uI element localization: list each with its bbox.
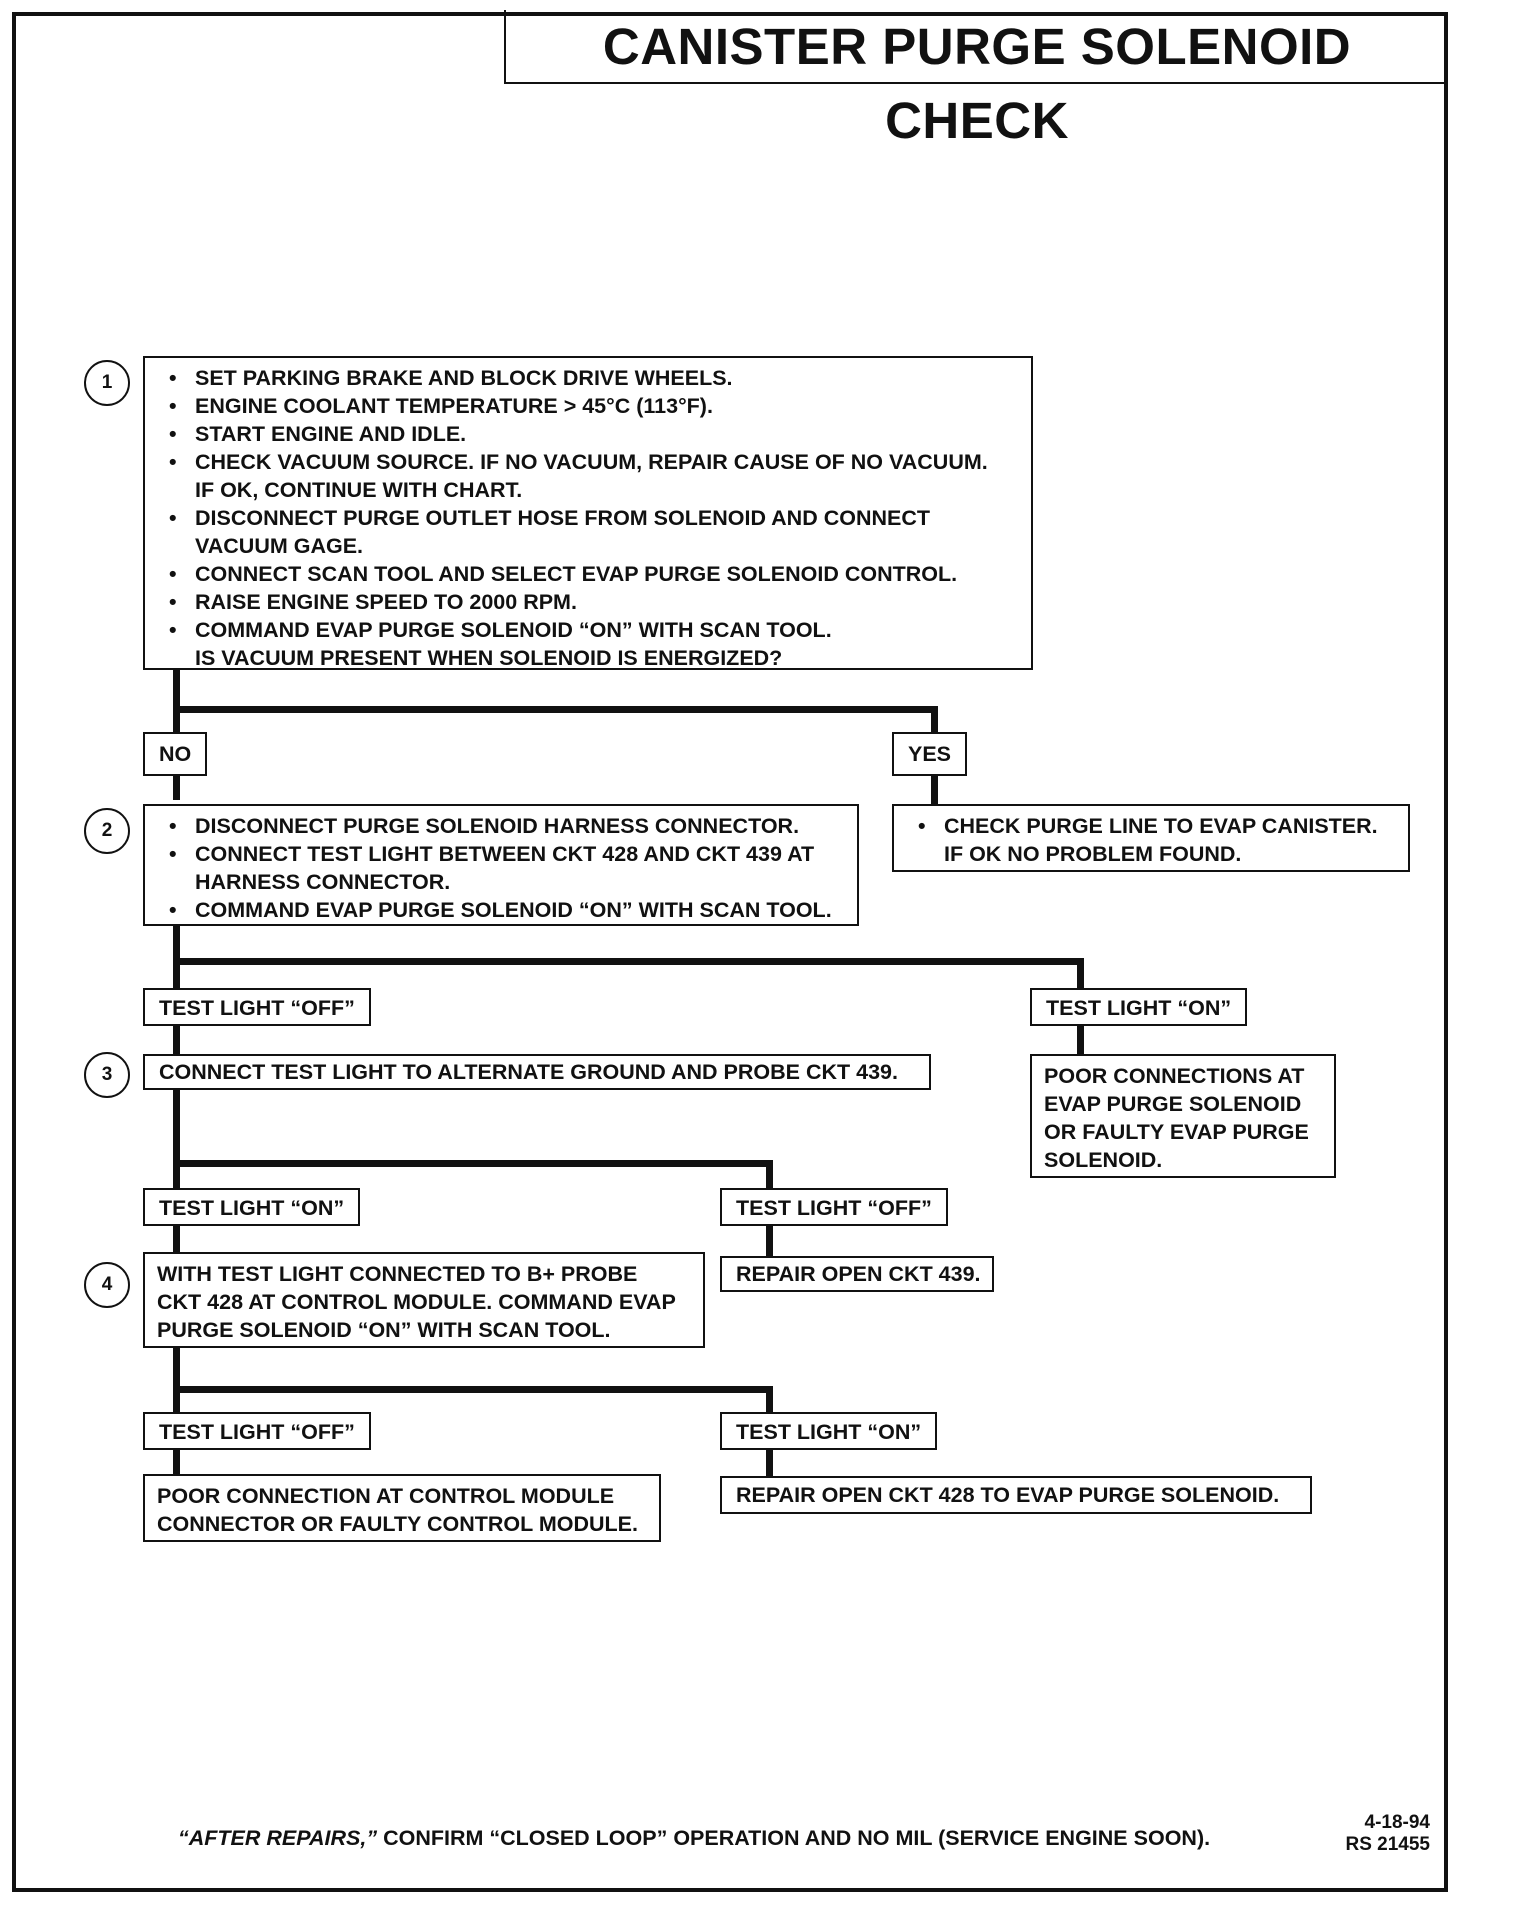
step-2-bullet: COMMAND EVAP PURGE SOLENOID “ON” WITH SC… xyxy=(157,896,845,924)
poor-control-module-box: POOR CONNECTION AT CONTROL MODULE CONNEC… xyxy=(143,1474,661,1542)
connector-line xyxy=(173,1386,773,1393)
step-marker-3: 3 xyxy=(84,1052,130,1098)
test-light-on-label: TEST LIGHT “ON” xyxy=(143,1188,361,1226)
result-line: POOR CONNECTIONS AT xyxy=(1044,1064,1305,1088)
step-2-continuation: HARNESS CONNECTOR. xyxy=(195,870,451,894)
step-1-bullet: ENGINE COOLANT TEMPERATURE > 45°C (113°F… xyxy=(157,392,1019,420)
step-1-bullet: START ENGINE AND IDLE. xyxy=(157,420,1019,448)
reference-block: 4-18-94 RS 21455 xyxy=(1320,1812,1430,1856)
connector-line xyxy=(931,776,938,806)
page-border xyxy=(12,12,1448,1892)
after-repairs-italic: “AFTER REPAIRS,” xyxy=(178,1826,378,1850)
step-marker-2: 2 xyxy=(84,808,130,854)
branch-no-label: NO xyxy=(143,732,208,776)
result-line: CONNECTOR OR FAULTY CONTROL MODULE. xyxy=(157,1512,638,1536)
step-4-line: WITH TEST LIGHT CONNECTED TO B+ PROBE xyxy=(157,1262,638,1286)
step-1-bullet: COMMAND EVAP PURGE SOLENOID “ON” WITH SC… xyxy=(157,616,1019,644)
connector-line xyxy=(173,958,1084,965)
result-line: POOR CONNECTION AT CONTROL MODULE xyxy=(157,1484,615,1508)
test-light-off-label: TEST LIGHT “OFF” xyxy=(143,988,371,1026)
connector-line xyxy=(173,706,938,713)
step-1-bullet: CONNECT SCAN TOOL AND SELECT EVAP PURGE … xyxy=(157,560,1019,588)
test-light-on-label: TEST LIGHT “ON” xyxy=(720,1412,938,1450)
step-1-box: SET PARKING BRAKE AND BLOCK DRIVE WHEELS… xyxy=(143,356,1033,670)
step-1-bullet: SET PARKING BRAKE AND BLOCK DRIVE WHEELS… xyxy=(157,364,1019,392)
step-4-line: CKT 428 AT CONTROL MODULE. COMMAND EVAP xyxy=(157,1290,676,1314)
test-light-off-label: TEST LIGHT “OFF” xyxy=(720,1188,948,1226)
step-1-bullet: CHECK VACUUM SOURCE. IF NO VACUUM, REPAI… xyxy=(157,448,1019,476)
test-light-off-label: TEST LIGHT “OFF” xyxy=(143,1412,371,1450)
step-1-continuation: VACUUM GAGE. xyxy=(195,534,364,558)
result-line: SOLENOID. xyxy=(1044,1148,1163,1172)
revision-date: 4-18-94 xyxy=(1364,1812,1431,1833)
connector-line xyxy=(1077,1020,1084,1056)
step-1-bullet: RAISE ENGINE SPEED TO 2000 RPM. xyxy=(157,588,1019,616)
no-problem-found-box: CHECK PURGE LINE TO EVAP CANISTER. IF OK… xyxy=(892,804,1410,872)
step-1-bullet: DISCONNECT PURGE OUTLET HOSE FROM SOLENO… xyxy=(157,504,1019,532)
result-line: EVAP PURGE SOLENOID xyxy=(1044,1092,1302,1116)
step-4-line: PURGE SOLENOID “ON” WITH SCAN TOOL. xyxy=(157,1318,611,1342)
result-line: OR FAULTY EVAP PURGE xyxy=(1044,1120,1309,1144)
reference-number: RS 21455 xyxy=(1345,1834,1430,1855)
step-marker-1: 1 xyxy=(84,360,130,406)
branch-yes-label: YES xyxy=(892,732,968,776)
step-1-continuation: IF OK, CONTINUE WITH CHART. xyxy=(195,478,523,502)
step-2-bullet: CONNECT TEST LIGHT BETWEEN CKT 428 AND C… xyxy=(157,840,845,868)
repair-ckt-439-box: REPAIR OPEN CKT 439. xyxy=(720,1256,994,1292)
after-repairs-text: CONFIRM “CLOSED LOOP” OPERATION AND NO M… xyxy=(377,1826,1211,1850)
step-marker-4: 4 xyxy=(84,1262,130,1308)
result-bullet: CHECK PURGE LINE TO EVAP CANISTER. xyxy=(906,812,1396,840)
connector-line xyxy=(173,1088,180,1256)
page-title: CANISTER PURGE SOLENOID CHECK xyxy=(504,10,1448,149)
step-3-box: CONNECT TEST LIGHT TO ALTERNATE GROUND A… xyxy=(143,1054,931,1090)
poor-solenoid-connection-box: POOR CONNECTIONS AT EVAP PURGE SOLENOID … xyxy=(1030,1054,1336,1178)
step-2-box: DISCONNECT PURGE SOLENOID HARNESS CONNEC… xyxy=(143,804,859,926)
step-4-box: WITH TEST LIGHT CONNECTED TO B+ PROBE CK… xyxy=(143,1252,705,1348)
result-continuation: IF OK NO PROBLEM FOUND. xyxy=(944,842,1242,866)
after-repairs-note: “AFTER REPAIRS,” CONFIRM “CLOSED LOOP” O… xyxy=(178,1826,1210,1851)
step-1-question: IS VACUUM PRESENT WHEN SOLENOID IS ENERG… xyxy=(195,646,783,670)
connector-line xyxy=(173,1160,773,1167)
step-2-bullet: DISCONNECT PURGE SOLENOID HARNESS CONNEC… xyxy=(157,812,845,840)
repair-ckt-428-box: REPAIR OPEN CKT 428 TO EVAP PURGE SOLENO… xyxy=(720,1476,1312,1514)
test-light-on-label: TEST LIGHT “ON” xyxy=(1030,988,1248,1026)
